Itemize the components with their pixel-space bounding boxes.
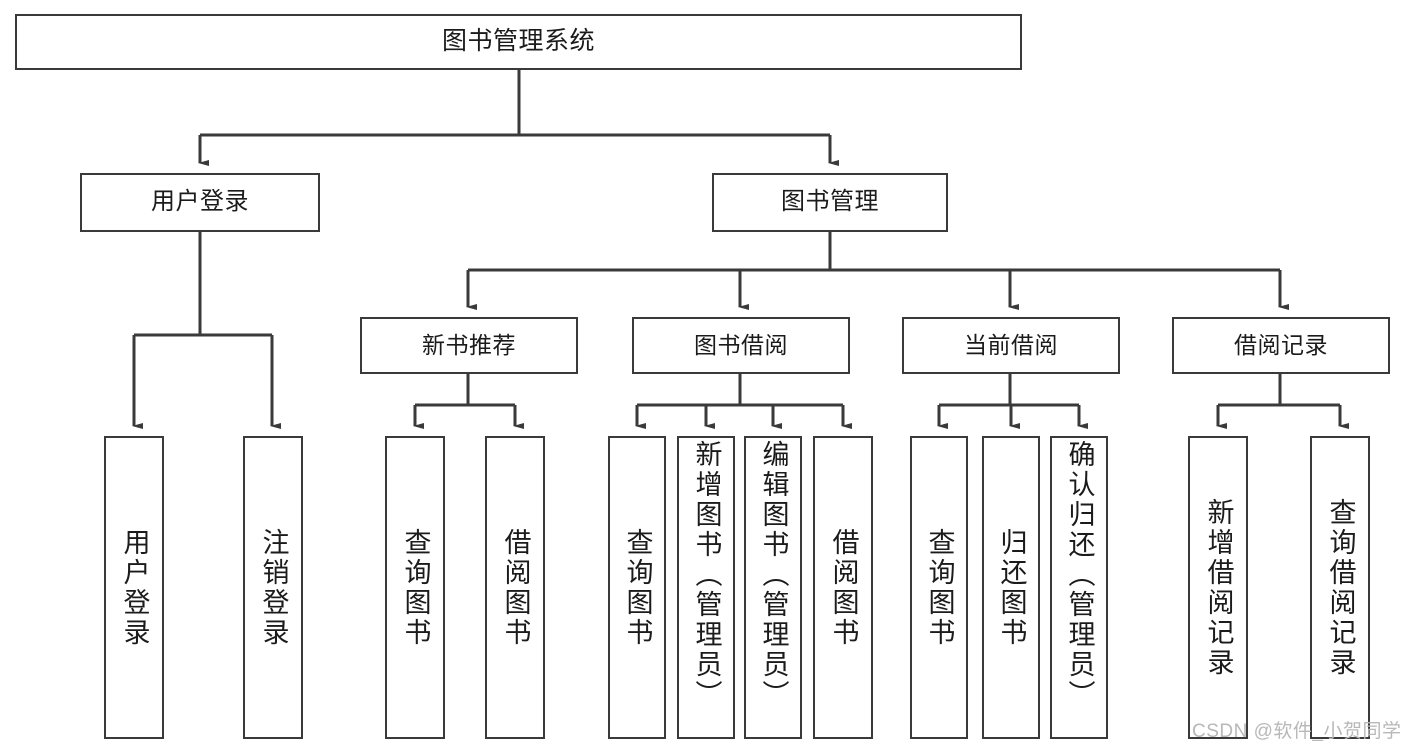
- node-borrow-book-action[interactable]: 借阅图书: [813, 436, 873, 739]
- node-label: 查询图书: [400, 527, 431, 648]
- node-query-book-recommend[interactable]: 查询图书: [385, 436, 445, 739]
- node-query-borrow-record[interactable]: 查询借阅记录: [1310, 436, 1370, 739]
- node-confirm-return-admin[interactable]: 确认归还（管理员）: [1050, 436, 1108, 739]
- node-add-book-admin[interactable]: 新增图书（管理员）: [677, 436, 735, 739]
- node-label: 用户登录: [151, 188, 249, 216]
- node-label: 当前借阅: [964, 331, 1058, 358]
- node-label: 查询图书: [622, 527, 653, 648]
- node-add-borrow-record[interactable]: 新增借阅记录: [1188, 436, 1248, 739]
- node-edit-book-admin[interactable]: 编辑图书（管理员）: [744, 436, 802, 739]
- node-current-borrow[interactable]: 当前借阅: [902, 317, 1120, 374]
- node-user-login-action[interactable]: 用户登录: [104, 436, 164, 739]
- node-label: 新书推荐: [422, 331, 516, 358]
- node-book-management-system[interactable]: 图书管理系统: [15, 14, 1022, 70]
- node-query-book-borrow[interactable]: 查询图书: [608, 436, 666, 739]
- node-label: 图书借阅: [694, 331, 788, 358]
- node-label: 归还图书: [996, 527, 1027, 648]
- node-label: 用户登录: [119, 527, 150, 648]
- node-label: 确认归还（管理员）: [1064, 440, 1095, 710]
- node-label: 借阅图书: [500, 527, 531, 648]
- node-new-book-recommend[interactable]: 新书推荐: [360, 317, 578, 374]
- node-label: 新增借阅记录: [1203, 497, 1234, 678]
- node-book-borrow[interactable]: 图书借阅: [632, 317, 850, 374]
- node-label: 图书管理系统: [441, 27, 595, 56]
- node-borrow-book-recommend[interactable]: 借阅图书: [485, 436, 545, 739]
- node-logout-action[interactable]: 注销登录: [243, 436, 303, 739]
- node-book-management[interactable]: 图书管理: [712, 173, 948, 232]
- node-label: 图书管理: [781, 188, 879, 216]
- node-user-login[interactable]: 用户登录: [80, 173, 320, 232]
- node-label: 借阅记录: [1234, 331, 1328, 358]
- node-label: 查询图书: [924, 527, 955, 648]
- node-label: 新增图书（管理员）: [691, 440, 722, 710]
- node-label: 借阅图书: [828, 527, 859, 648]
- node-label: 查询借阅记录: [1325, 497, 1356, 678]
- node-borrow-record[interactable]: 借阅记录: [1172, 317, 1390, 374]
- node-label: 注销登录: [258, 527, 289, 648]
- node-query-book-current[interactable]: 查询图书: [910, 436, 968, 739]
- node-label: 编辑图书（管理员）: [758, 440, 789, 710]
- node-return-book[interactable]: 归还图书: [982, 436, 1040, 739]
